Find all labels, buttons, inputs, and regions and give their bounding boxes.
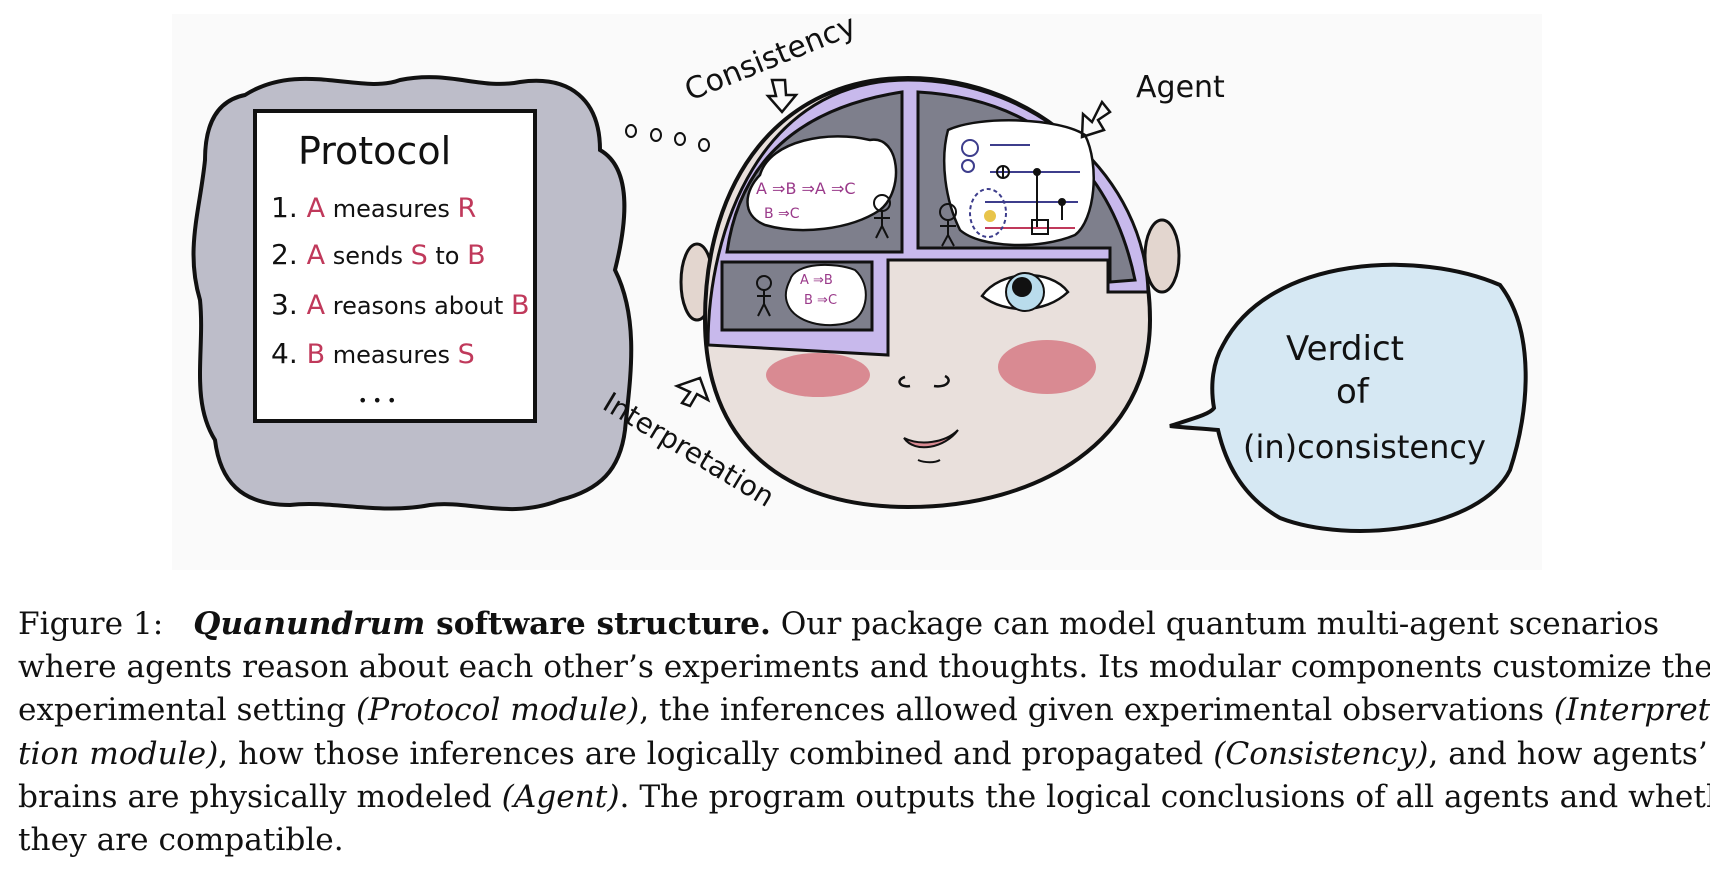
caption-interpretation-module-2: tion module) xyxy=(18,735,219,772)
interpretation-arrow xyxy=(673,376,711,408)
protocol-step-number: 4. xyxy=(271,337,307,370)
right-ear xyxy=(1143,218,1181,294)
consistency-arrow xyxy=(765,78,799,114)
figure-caption: Figure 1:Quanundrum software structure. … xyxy=(18,603,1710,862)
eye xyxy=(980,272,1070,312)
protocol-text: sends xyxy=(325,242,410,270)
protocol-variable: A xyxy=(307,193,326,224)
protocol-title: Protocol xyxy=(298,129,451,173)
caption-text: , and how agents’ xyxy=(1428,735,1708,772)
verdict-line3: (in)consistency xyxy=(1243,428,1486,466)
protocol-step: 3. A reasons about B xyxy=(271,288,530,321)
protocol-ellipsis: • • • xyxy=(358,391,396,410)
protocol-paper xyxy=(253,109,537,423)
stick-figure-1 xyxy=(873,194,891,239)
right-cheek xyxy=(998,340,1096,394)
protocol-variable: S xyxy=(411,240,428,271)
caption-protocol-module: (Protocol module) xyxy=(355,692,640,729)
caption-title-rest: software structure. xyxy=(425,606,771,642)
verdict-line1: Verdict xyxy=(1286,329,1404,369)
protocol-variable: A xyxy=(307,290,326,321)
thought-small-line1: A ⇒B xyxy=(800,273,833,288)
caption-agent: (Agent) xyxy=(501,778,620,815)
verdict-bubble xyxy=(1169,262,1528,533)
protocol-steps: 1. A measures R2. A sends S to B3. A rea… xyxy=(271,191,530,370)
caption-text: . The program outputs the logical conclu… xyxy=(619,778,1710,815)
protocol-variable: S xyxy=(458,339,475,370)
caption-label: Figure 1: xyxy=(18,606,164,642)
caption-line1-rest: Our package can model quantum multi-agen… xyxy=(770,606,1660,642)
thought-big-line2: B ⇒C xyxy=(764,206,800,222)
protocol-variable: B xyxy=(511,290,530,321)
caption-text: brains are physically modeled xyxy=(18,778,502,815)
thought-bubble-small xyxy=(784,263,867,327)
protocol-text: measures xyxy=(325,341,457,369)
caption-interpretation-module: (Interpreta- xyxy=(1553,692,1710,729)
protocol-text: to xyxy=(428,242,467,270)
head: A ⇒B ⇒A ⇒C B ⇒C xyxy=(679,75,1181,510)
protocol-step: 4. B measures S xyxy=(271,337,475,370)
caption-line-2: where agents reason about each other’s e… xyxy=(18,649,1710,686)
thought-small-line2: B ⇒C xyxy=(804,293,837,308)
nose xyxy=(898,374,950,388)
protocol-text: reasons about xyxy=(325,292,511,320)
protocol-step: 1. A measures R xyxy=(271,191,476,224)
protocol-step-number: 3. xyxy=(271,288,307,321)
protocol-variable: A xyxy=(307,240,326,271)
protocol-text: measures xyxy=(325,195,457,223)
caption-line-3: experimental setting (Protocol module), … xyxy=(18,689,1710,732)
caption-line-4: tion module), how those inferences are l… xyxy=(18,733,1708,776)
verdict-line2: of xyxy=(1336,372,1370,412)
agent-arrow xyxy=(1080,99,1112,139)
figure-illustration: Protocol 1. A measures R 2. A sends S to … xyxy=(191,8,1528,533)
mouth xyxy=(903,429,959,449)
caption-line-5: brains are physically modeled (Agent). T… xyxy=(18,776,1710,819)
stick-figure-3 xyxy=(756,275,772,317)
protocol-step-number: 2. xyxy=(271,238,307,271)
caption-text: , how those inferences are logically com… xyxy=(218,735,1214,772)
chin-line xyxy=(917,459,941,464)
caption-consistency: (Consistency) xyxy=(1213,735,1429,772)
protocol-variable: R xyxy=(458,193,477,224)
caption-text: , the inferences allowed given experimen… xyxy=(639,692,1554,729)
left-cheek xyxy=(766,353,870,397)
circuit-bubble xyxy=(943,119,1095,247)
label-agent: Agent xyxy=(1136,70,1225,105)
stick-figure-2 xyxy=(939,203,957,247)
caption-text: experimental setting xyxy=(18,692,356,729)
protocol-step: 2. A sends S to B xyxy=(271,238,486,271)
quantum-circuit xyxy=(961,139,1080,238)
caption-title-italic: Quanundrum xyxy=(193,606,426,642)
protocol-step-number: 1. xyxy=(271,191,307,224)
protocol-variable: B xyxy=(467,240,486,271)
thought-big-line1: A ⇒B ⇒A ⇒C xyxy=(756,179,856,198)
thought-dots xyxy=(625,124,710,152)
protocol-variable: B xyxy=(307,339,326,370)
caption-line-6: they are compatible. xyxy=(18,822,344,859)
caption-line-1: Figure 1:Quanundrum software structure. … xyxy=(18,603,1698,646)
